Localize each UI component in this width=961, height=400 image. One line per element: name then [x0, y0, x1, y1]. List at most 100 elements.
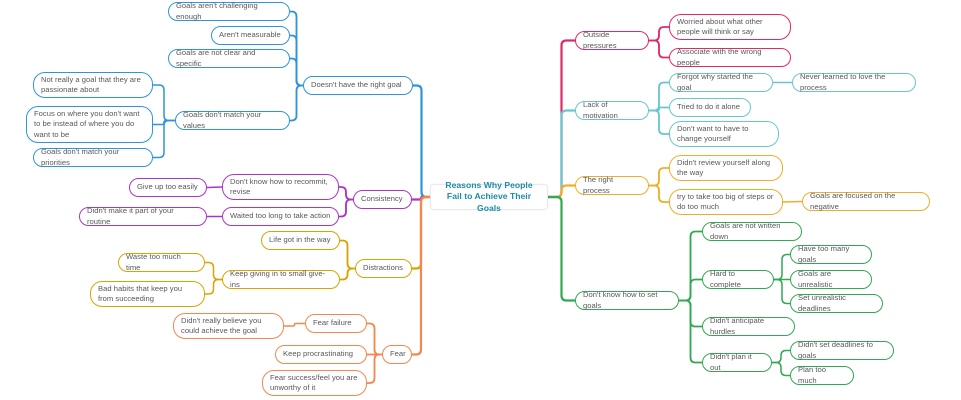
distractions[interactable]: Distractions [355, 259, 412, 278]
waited-too-long-to-take-action[interactable]: Waited too long to take action [222, 207, 339, 226]
connector [204, 278, 223, 295]
arent-measurable[interactable]: Aren't measurable [211, 26, 290, 45]
goals-are-focused-on-the-negative[interactable]: Goals are focused on the negative [802, 191, 930, 211]
consistency[interactable]: Consistency [353, 190, 412, 209]
connector [338, 198, 354, 218]
worried-about-what-other-people-think[interactable]: Worried about what other people will thi… [669, 14, 791, 40]
life-got-in-the-way-label: Life got in the way [269, 235, 331, 245]
plan-too-much[interactable]: Plan too much [790, 365, 854, 385]
connector [648, 81, 670, 112]
keep-procrastinating[interactable]: Keep procrastinating [275, 345, 367, 364]
set-unrealistic-deadlines-label: Set unrealistic deadlines [798, 293, 846, 313]
waste-too-much-time[interactable]: Waste too much time [118, 252, 205, 272]
connector [648, 39, 670, 59]
connector [410, 195, 432, 201]
goals-are-unrealistic[interactable]: Goals are unrealistic [790, 269, 872, 289]
goals-are-not-written-down[interactable]: Goals are not written down [702, 221, 802, 241]
never-learned-to-love-the-process[interactable]: Never learned to love the process [792, 72, 916, 92]
life-got-in-the-way[interactable]: Life got in the way [261, 231, 340, 250]
focus-on-where-you-dont-want-to-be[interactable]: Focus on where you don't want to be inst… [26, 106, 153, 143]
lack-of-motivation-label: Lack of motivation [583, 100, 618, 120]
connector [678, 299, 703, 364]
dont-know-how-to-set-goals[interactable]: Don't know how to set goals [575, 290, 679, 310]
have-too-many-goals[interactable]: Have too many goals [790, 244, 872, 264]
bad-habits-that-keep-you-from-succeeding-label: Bad habits that keep you from succeeding [98, 283, 183, 304]
the-right-process-label: The right process [583, 175, 614, 195]
didnt-set-deadlines-fo-goals-label: Didn't set deadlines fo goals [798, 340, 873, 360]
dont-know-how-to-recommit-revise[interactable]: Don't know how to recommit, revise [222, 174, 339, 200]
connector [771, 361, 791, 377]
plan-too-much-label: Plan too much [798, 365, 827, 385]
connector [339, 239, 356, 270]
didnt-plan-it-out-label: Didn't plan it out [710, 352, 752, 372]
didnt-really-believe-you-could-achieve-the-goal[interactable]: Didn't really believe you could achieve … [173, 313, 284, 339]
dont-know-how-to-set-goals-label: Don't know how to set goals [583, 290, 658, 310]
fear-success-feel-unworthy-label: Fear success/feel you are unworthy of it [270, 372, 358, 393]
forgot-why-started-the-goal-label: Forgot why started the goal [677, 72, 753, 92]
fear[interactable]: Fear [382, 345, 412, 364]
waste-too-much-time-label: Waste too much time [126, 252, 181, 272]
didnt-plan-it-out[interactable]: Didn't plan it out [702, 352, 772, 372]
connector [411, 84, 432, 199]
connector [366, 322, 383, 356]
goals-dont-match-your-priorities-label: Goals don't match your priorities [41, 147, 120, 167]
associate-with-the-wrong-people[interactable]: Associate with the wrong people [669, 47, 791, 67]
goals-dont-match-your-priorities[interactable]: Goals don't match your priorities [33, 147, 153, 167]
dont-want-to-have-to-change-yourself-label: Don't want to have to change yourself [677, 123, 749, 144]
didnt-set-deadlines-fo-goals[interactable]: Didn't set deadlines fo goals [790, 340, 894, 360]
give-up-too-easily-label: Give up too easily [137, 182, 198, 192]
distractions-label: Distractions [363, 263, 403, 273]
goals-dont-match-your-values[interactable]: Goals don't match your values [175, 110, 290, 130]
outside-pressures-label: Outside pressures [583, 30, 617, 50]
connector [678, 299, 703, 328]
tried-to-do-it-alone[interactable]: Tried to do it alone [669, 98, 751, 117]
didnt-make-it-part-of-your-routine[interactable]: Didn't make it part of your routine [79, 206, 207, 226]
center-node-label: Reasons Why People Fail to Achieve Their… [445, 179, 533, 213]
didnt-really-believe-you-could-achieve-the-goal-label: Didn't really believe you could achieve … [181, 315, 262, 336]
arent-measurable-label: Aren't measurable [219, 30, 281, 40]
goals-are-not-clear-and-specific-label: Goals are not clear and specific [176, 48, 256, 68]
goals-are-not-clear-and-specific[interactable]: Goals are not clear and specific [168, 48, 290, 68]
fear-failure[interactable]: Fear failure [305, 314, 367, 333]
doesnt-have-the-right-goal-label: Doesn't have the right goal [311, 80, 402, 90]
not-really-a-goal-passionate[interactable]: Not really a goal that they are passiona… [33, 72, 153, 98]
have-too-many-goals-label: Have too many goals [798, 244, 850, 264]
connector [648, 106, 670, 112]
waited-too-long-to-take-action-label: Waited too long to take action [230, 211, 331, 221]
didnt-review-yourself-along-the-way[interactable]: Didn't review yourself along the way [669, 155, 783, 181]
worried-about-what-other-people-think-label: Worried about what other people will thi… [677, 16, 763, 37]
the-right-process[interactable]: The right process [575, 175, 649, 195]
outside-pressures[interactable]: Outside pressures [575, 30, 649, 50]
try-to-take-too-big-of-steps-label: try to take too big of steps or do too m… [677, 191, 774, 212]
connector [546, 109, 577, 199]
fear-success-feel-unworthy[interactable]: Fear success/feel you are unworthy of it [262, 370, 367, 396]
bad-habits-that-keep-you-from-succeeding[interactable]: Bad habits that keep you from succeeding [90, 281, 205, 307]
set-unrealistic-deadlines[interactable]: Set unrealistic deadlines [790, 293, 883, 313]
connector [678, 278, 703, 302]
goals-arent-challenging-enough-label: Goals aren't challenging enough [176, 1, 258, 21]
connector [410, 195, 432, 270]
goals-arent-challenging-enough[interactable]: Goals aren't challenging enough [168, 1, 290, 21]
give-up-too-easily[interactable]: Give up too easily [129, 178, 207, 197]
center-node[interactable]: Reasons Why People Fail to Achieve Their… [430, 180, 548, 213]
try-to-take-too-big-of-steps[interactable]: try to take too big of steps or do too m… [669, 189, 783, 215]
doesnt-have-the-right-goal[interactable]: Doesn't have the right goal [303, 76, 413, 95]
connector [152, 119, 176, 159]
consistency-label: Consistency [361, 194, 403, 204]
connector [648, 26, 670, 42]
dont-know-how-to-recommit-revise-label: Don't know how to recommit, revise [230, 176, 328, 197]
connector [366, 353, 383, 384]
keep-giving-in-to-small-give-ins[interactable]: Keep giving in to small give-ins [222, 269, 340, 289]
never-learned-to-love-the-process-label: Never learned to love the process [800, 72, 886, 92]
hard-to-complete[interactable]: Hard to complete [702, 269, 774, 289]
goals-dont-match-your-values-label: Goals don't match your values [183, 110, 262, 130]
connector [648, 184, 670, 203]
dont-want-to-have-to-change-yourself[interactable]: Don't want to have to change yourself [669, 121, 779, 147]
forgot-why-started-the-goal[interactable]: Forgot why started the goal [669, 72, 773, 92]
connector [206, 186, 223, 189]
lack-of-motivation[interactable]: Lack of motivation [575, 100, 649, 120]
fear-label: Fear [390, 349, 406, 359]
tried-to-do-it-alone-label: Tried to do it alone [677, 102, 741, 112]
didnt-anticipate-hurdles[interactable]: Didn't anticipate hurdles [702, 316, 795, 336]
